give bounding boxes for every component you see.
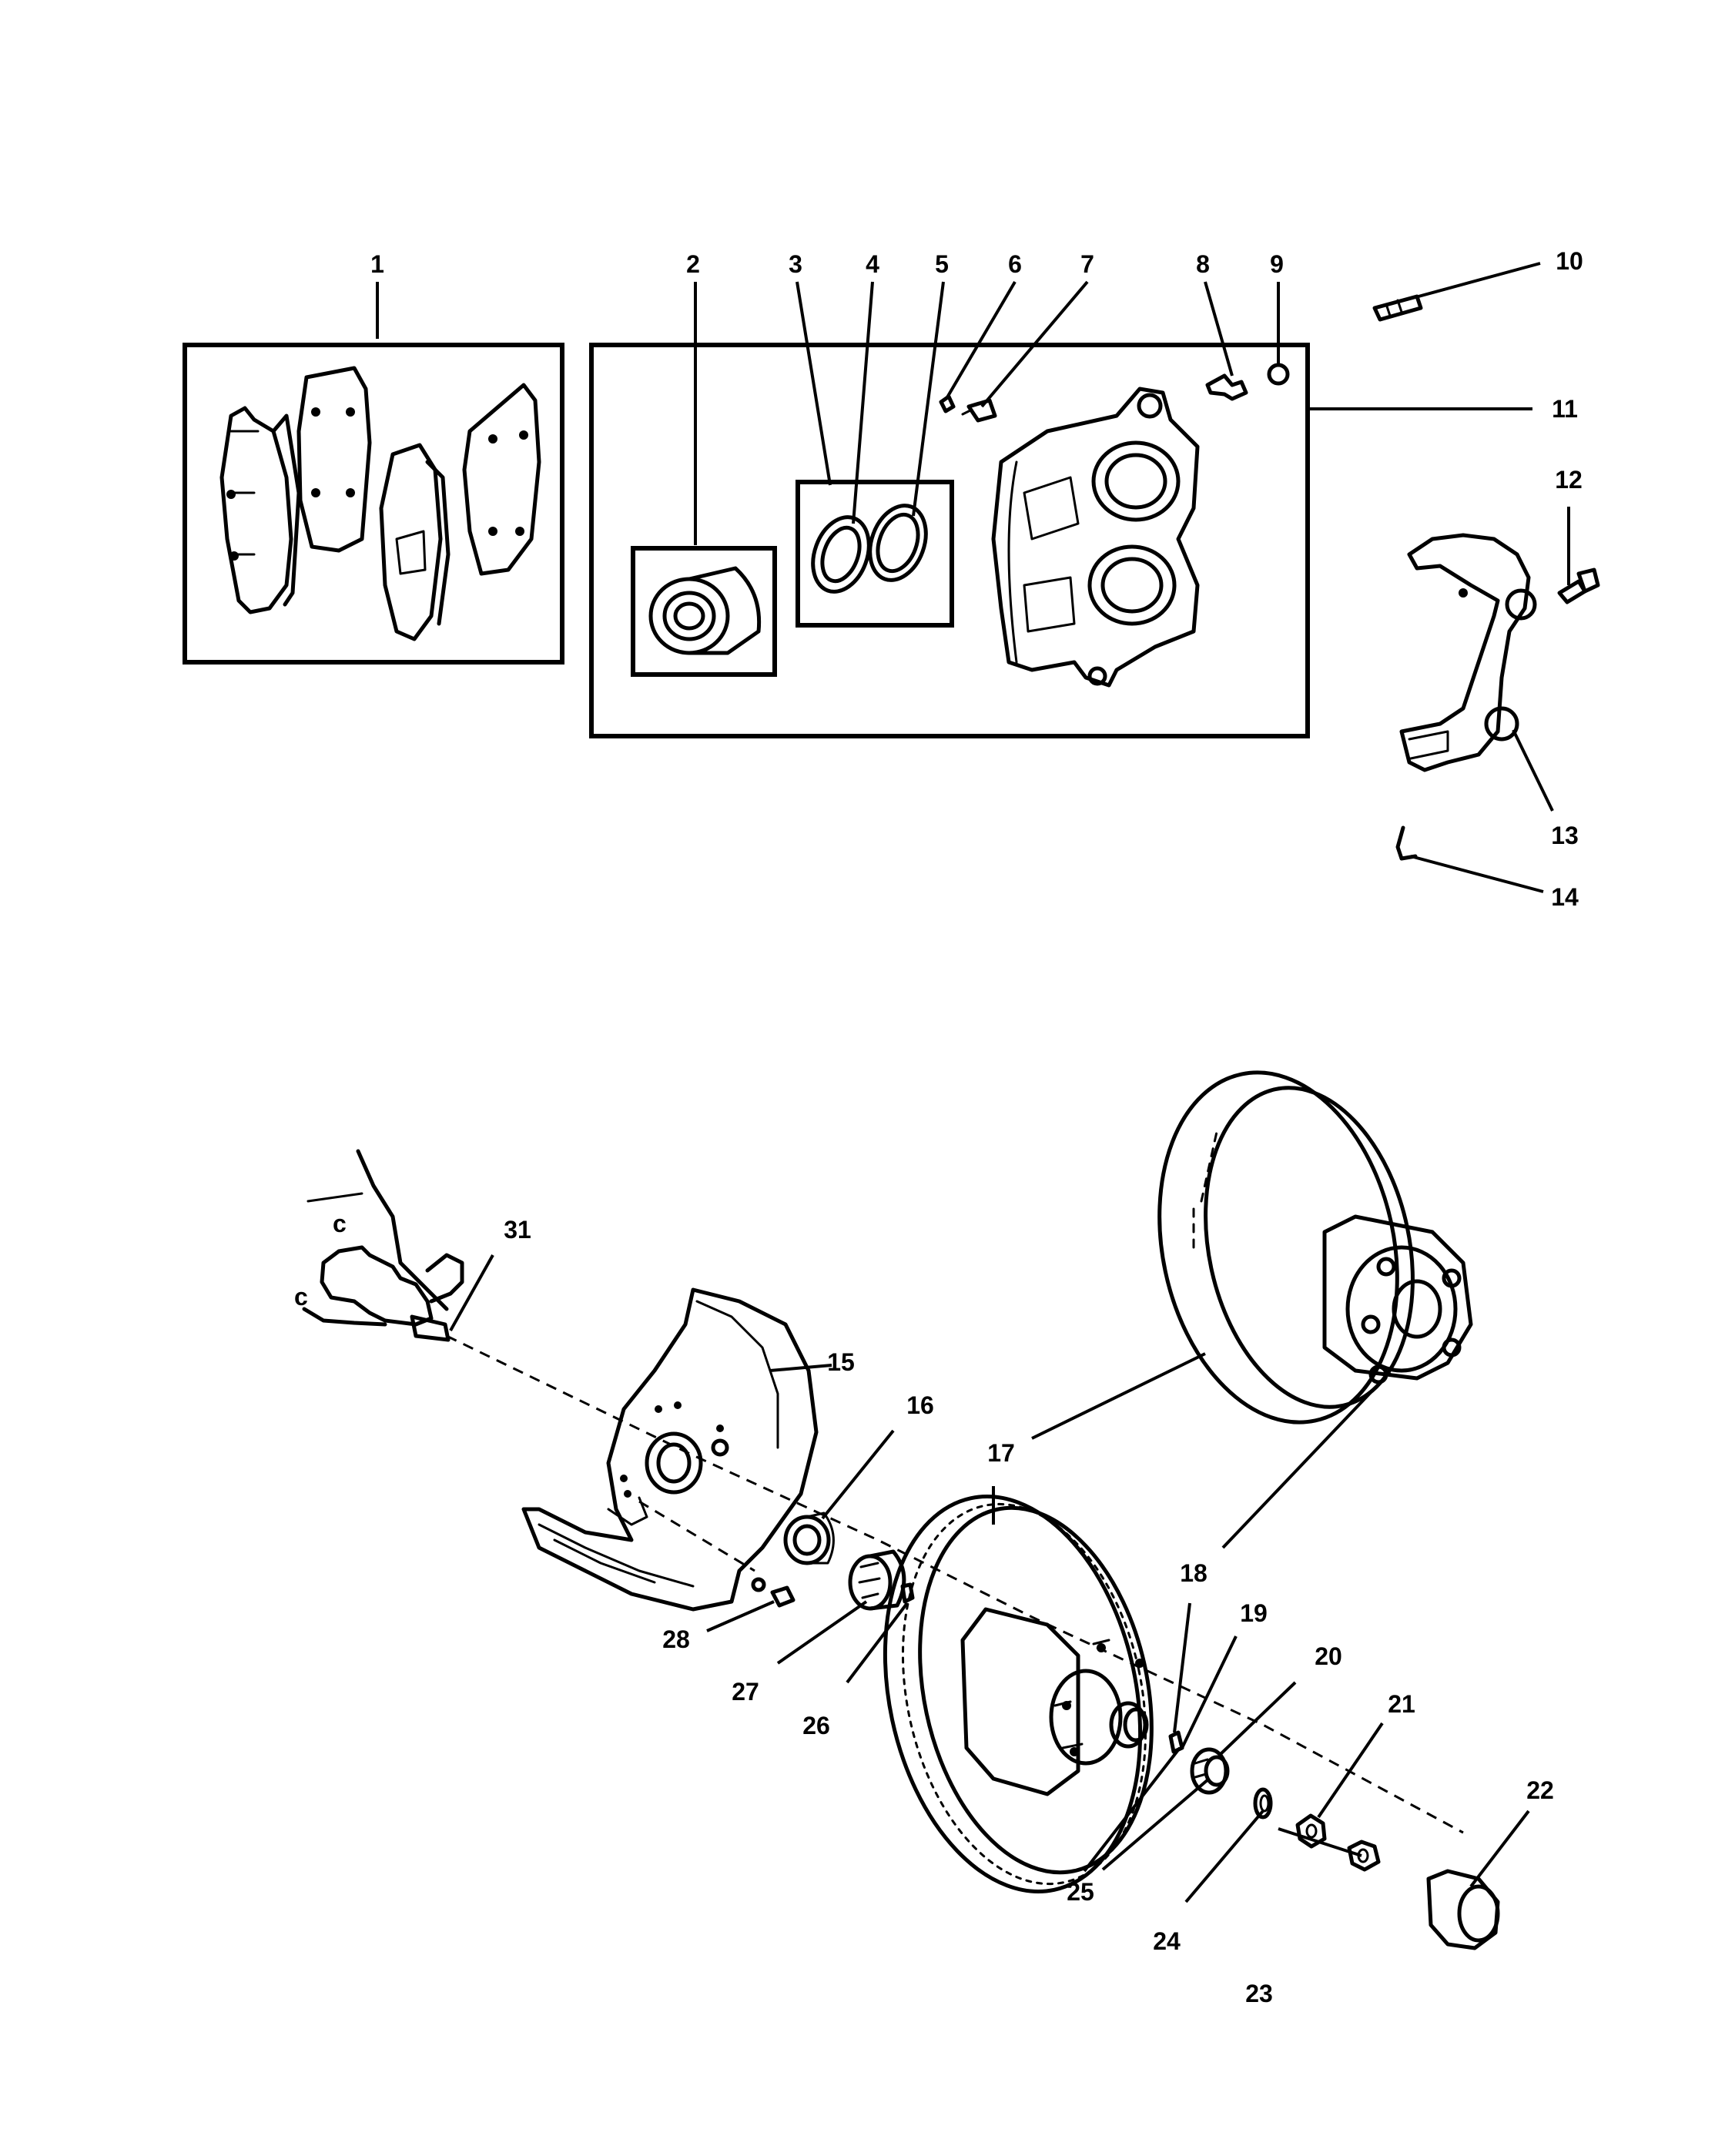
bleeder-screw-illustration — [1205, 363, 1290, 401]
nut-lock-illustration — [1347, 1840, 1381, 1872]
retainer-clip-illustration — [1395, 825, 1418, 861]
small-clips-illustration — [939, 394, 997, 423]
callout-11: 11 — [1552, 395, 1578, 423]
washer-illustration — [1253, 1787, 1273, 1820]
shield-bolt-illustration — [751, 1577, 796, 1608]
svg-text:c: c — [333, 1210, 347, 1237]
callout-1: 1 — [370, 250, 384, 278]
callout-22: 22 — [1526, 1776, 1554, 1804]
callout-28: 28 — [662, 1625, 690, 1653]
callout-25: 25 — [1067, 1878, 1094, 1906]
callout-3: 3 — [789, 250, 802, 278]
outer-bearing-illustration — [1168, 1730, 1230, 1795]
hub-rotor-rear-illustration — [1157, 1070, 1473, 1424]
dust-cap-illustration — [1426, 1869, 1500, 1950]
callout-21: 21 — [1388, 1690, 1415, 1718]
callout-18b: 18 — [1194, 1559, 1221, 1587]
callout-10: 10 — [1556, 247, 1583, 275]
callout-9: 9 — [1270, 250, 1284, 278]
assembly-axis-line — [446, 1334, 1464, 1834]
svg-text:c: c — [294, 1283, 308, 1311]
callout-27: 27 — [732, 1678, 759, 1706]
seal-kit-box — [796, 480, 954, 628]
callout-2: 2 — [686, 250, 700, 278]
bracket-bolt-illustration — [1557, 567, 1600, 604]
piston-illustration — [648, 566, 762, 655]
callout-6: 6 — [1008, 250, 1022, 278]
steering-knuckle-illustration: c c — [294, 1149, 464, 1327]
callout-7: 7 — [1080, 250, 1094, 278]
spindle-stud-illustration — [410, 1314, 451, 1342]
grease-seal-illustration — [783, 1512, 835, 1565]
hub-rotor-front-illustration — [883, 1495, 1154, 1893]
piston-box — [631, 546, 777, 677]
bearing-cup-illustration — [900, 1582, 915, 1604]
adapter-bracket-illustration — [1399, 533, 1537, 772]
callout-17b: 17 — [1001, 1439, 1029, 1467]
callout-13: 13 — [1551, 822, 1579, 849]
callout-12: 12 — [1555, 466, 1583, 494]
spindle-nut-illustration — [1295, 1813, 1327, 1849]
splash-shield-illustration — [521, 1287, 819, 1612]
callout-19: 19 — [1240, 1599, 1268, 1627]
callout-26: 26 — [802, 1712, 830, 1739]
seals-illustration — [811, 504, 928, 594]
caliper-assembly-box — [589, 343, 1310, 738]
callout-31: 31 — [504, 1216, 531, 1244]
brake-pads-illustration — [219, 366, 541, 641]
callout-18a: 18 — [1180, 1559, 1208, 1587]
callout-23: 23 — [1245, 1980, 1273, 2007]
wear-sensor-illustration — [1372, 294, 1423, 322]
callout-8: 8 — [1196, 250, 1210, 278]
inner-bearing-illustration — [848, 1549, 906, 1611]
leader-lines — [376, 262, 1570, 1903]
brake-pad-kit-box — [183, 343, 564, 665]
callout-14: 14 — [1551, 883, 1579, 911]
callout-16: 16 — [906, 1391, 934, 1419]
callout-15: 15 — [827, 1348, 855, 1376]
callout-17a: 17 — [987, 1439, 1015, 1467]
callout-4: 4 — [866, 250, 879, 278]
caliper-body-illustration — [991, 387, 1200, 688]
callout-20: 20 — [1315, 1642, 1342, 1670]
callout-5: 5 — [935, 250, 949, 278]
callout-24: 24 — [1153, 1927, 1181, 1955]
